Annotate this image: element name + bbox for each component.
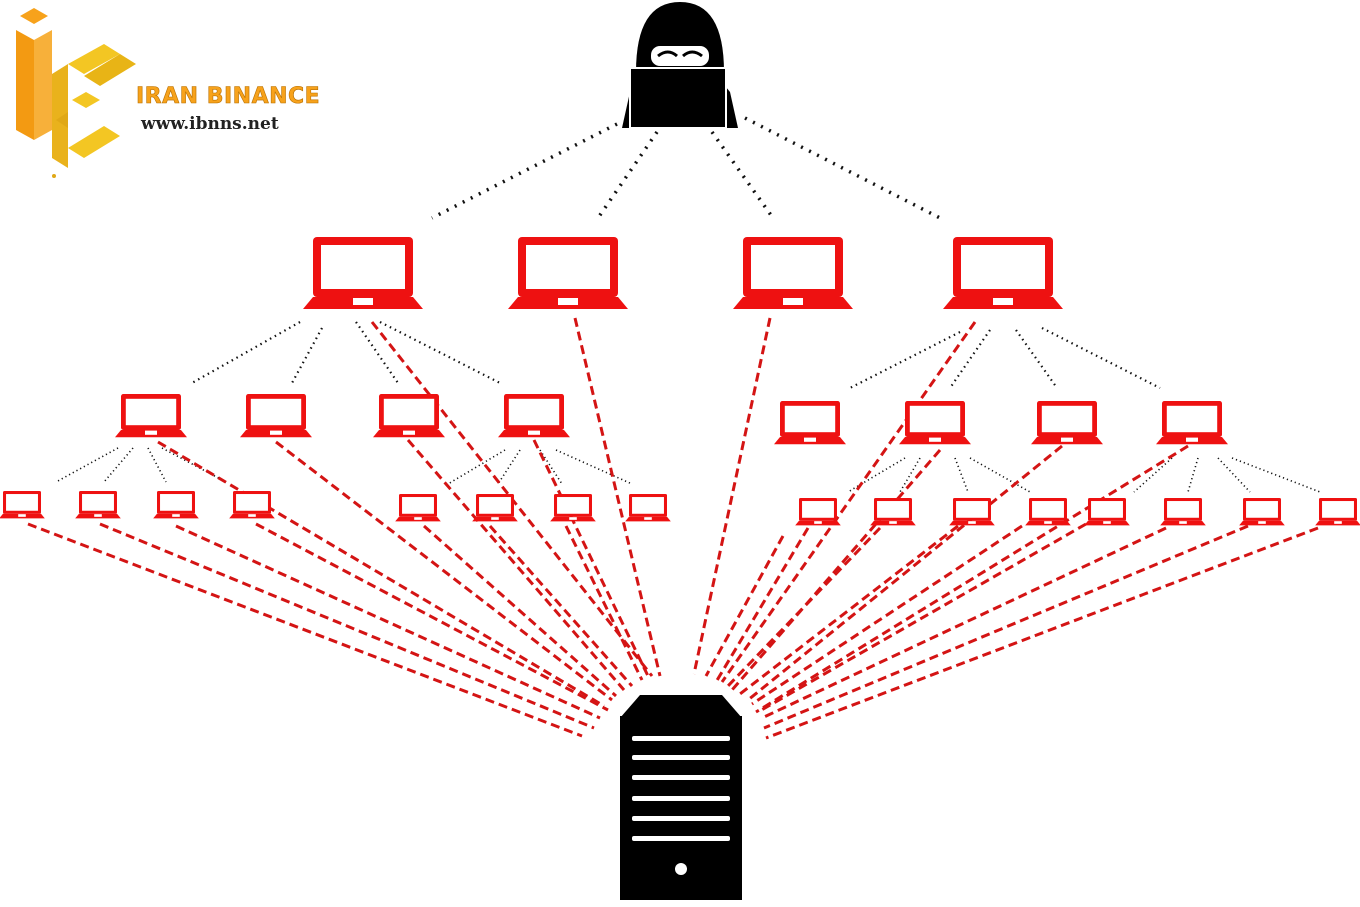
brand-name: IRAN BINANCE xyxy=(136,84,321,110)
attack-link xyxy=(739,524,959,696)
command-link xyxy=(1133,457,1173,493)
command-link xyxy=(710,130,775,220)
bot-laptop-icon xyxy=(1160,498,1206,526)
attack-link xyxy=(765,526,1319,740)
bot-laptop-icon xyxy=(550,494,596,522)
iran-binance-logo-icon xyxy=(16,8,136,178)
bot-laptop-icon xyxy=(153,491,199,519)
attack-link xyxy=(755,444,1189,714)
attack-link xyxy=(488,525,634,687)
brand-url: www.ibnns.net xyxy=(141,114,279,134)
command-link xyxy=(969,457,1031,493)
bot-laptop-icon xyxy=(240,394,312,438)
bot-laptop-icon xyxy=(373,394,445,438)
command-link xyxy=(291,327,323,384)
command-link xyxy=(1041,327,1161,389)
command-links xyxy=(55,116,1321,493)
attack-link xyxy=(757,522,1087,714)
bot-laptop-icon xyxy=(1031,401,1103,445)
bot-laptop-icon xyxy=(899,401,971,445)
bot-laptop-icon xyxy=(949,498,995,526)
command-link xyxy=(497,449,521,485)
bot-laptop-icon xyxy=(625,494,671,522)
command-link xyxy=(596,131,659,219)
attacker-hacker-icon xyxy=(622,2,738,129)
attack-link xyxy=(751,524,1023,706)
handler-laptop-icon xyxy=(943,237,1063,309)
command-link xyxy=(55,447,119,483)
bot-laptop-icon xyxy=(472,494,518,522)
bot-laptop-icon xyxy=(1315,498,1360,526)
command-link xyxy=(1231,457,1321,493)
attack-link xyxy=(747,444,1063,702)
command-link xyxy=(191,321,301,384)
attack-link xyxy=(692,317,772,675)
attack-link xyxy=(99,522,595,730)
attack-link xyxy=(564,525,644,681)
attack-link xyxy=(704,535,785,677)
bot-laptop-icon xyxy=(1084,498,1130,526)
attack-link xyxy=(761,526,1167,720)
bot-laptop-icon xyxy=(0,491,45,519)
command-link xyxy=(1187,457,1199,493)
attack-link xyxy=(423,524,617,698)
bot-laptop-icon xyxy=(1156,401,1228,445)
command-link xyxy=(103,447,134,483)
command-link xyxy=(379,321,501,384)
attack-link xyxy=(730,449,942,691)
command-link xyxy=(431,122,618,220)
handler-laptop-icon xyxy=(733,237,853,309)
bot-laptop-icon xyxy=(229,491,275,519)
attack-link xyxy=(175,524,601,720)
command-link xyxy=(849,331,961,389)
command-link xyxy=(355,321,399,384)
attack-link xyxy=(573,317,662,677)
bot-laptop-icon xyxy=(395,494,441,522)
bot-laptop-icon xyxy=(1239,498,1285,526)
attack-link xyxy=(532,439,650,677)
attack-link xyxy=(724,526,882,690)
target-server-tower-icon xyxy=(620,695,742,900)
attack-link xyxy=(275,440,613,702)
command-link xyxy=(555,449,633,485)
handler-laptop-icon xyxy=(508,237,628,309)
bot-laptop-icon xyxy=(75,491,121,519)
command-link xyxy=(539,449,563,485)
attack-link xyxy=(720,321,977,683)
command-link xyxy=(447,449,506,485)
attack-links xyxy=(27,317,1319,740)
attack-link xyxy=(714,527,810,683)
attack-link xyxy=(406,439,626,691)
attack-link xyxy=(255,522,609,712)
command-link xyxy=(1217,457,1251,493)
command-link xyxy=(954,457,969,493)
command-link xyxy=(1015,329,1058,389)
bot-laptop-icon xyxy=(795,498,841,526)
command-link xyxy=(949,329,991,389)
command-link xyxy=(744,116,941,220)
handler-laptop-icon xyxy=(303,237,423,309)
command-link xyxy=(147,447,167,483)
bot-laptop-icon xyxy=(774,401,846,445)
bot-laptop-icon xyxy=(498,394,570,438)
attack-link xyxy=(157,440,605,708)
attack-link xyxy=(27,522,583,738)
attack-link xyxy=(763,524,1249,730)
bot-laptop-icon xyxy=(870,498,916,526)
bot-laptop-icon xyxy=(1025,498,1071,526)
command-link xyxy=(847,457,906,493)
bot-laptop-icon xyxy=(115,394,187,438)
